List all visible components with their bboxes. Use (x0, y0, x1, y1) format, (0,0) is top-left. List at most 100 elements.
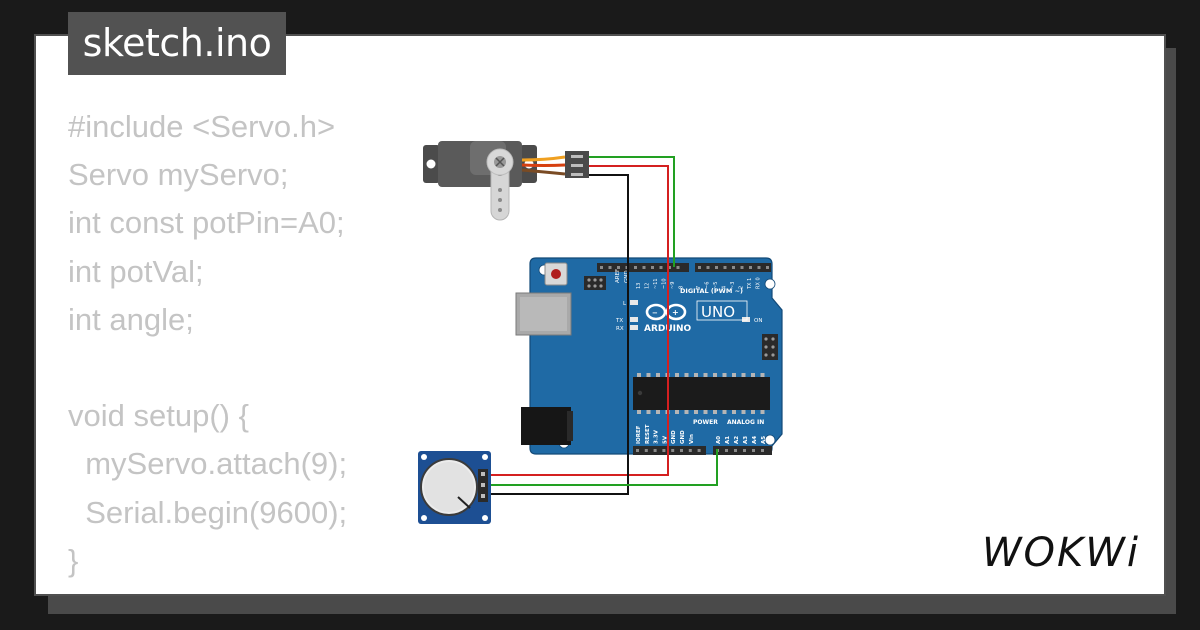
pin-hole (706, 266, 710, 269)
power-header-label: POWER (693, 419, 718, 426)
analog-pin-label: A2 (734, 436, 740, 444)
code-preview: #include <Servo.h> Servo myServo; int co… (68, 103, 347, 585)
code-line: int const potPin=A0; (68, 205, 345, 241)
power-pin-label: RESET (645, 424, 651, 444)
chip-pin (760, 410, 765, 414)
pin-hole (634, 266, 637, 269)
analog-pin-label: A3 (743, 436, 749, 444)
power-pin-label: Vin (689, 434, 695, 444)
chip-pin (703, 410, 708, 414)
icsp-header-right (762, 334, 778, 360)
code-line: void setup() { (68, 398, 249, 434)
chip-pin (646, 410, 651, 414)
pin-hole (697, 449, 701, 452)
code-line: myServo.attach(9); (68, 446, 348, 482)
servo-motor[interactable] (423, 141, 589, 221)
code-line: } (68, 542, 79, 578)
icsp-header-top (584, 276, 606, 290)
servo-mount-hole (426, 159, 436, 169)
power-wire[interactable] (488, 165, 669, 476)
servo-cable-orange (521, 155, 566, 162)
chip-pin (694, 373, 698, 377)
pin-hole (766, 266, 769, 269)
pin-hole (761, 449, 764, 452)
chip-pin (760, 373, 765, 377)
pin-hole (651, 266, 654, 269)
pin-hole (734, 449, 737, 452)
power-pin-label: 3.3V (654, 429, 660, 444)
chip-pin (675, 373, 679, 377)
tx-label: TX (615, 318, 623, 324)
wokwi-logo: WOKWi (982, 530, 1140, 576)
led-tx (630, 317, 638, 322)
servo-signal-wire[interactable] (587, 156, 675, 267)
wokwi-logo-text: WOKWi (982, 530, 1140, 576)
chip-pin (732, 373, 736, 377)
analog-input-wire[interactable] (488, 449, 718, 486)
potentiometer[interactable] (418, 451, 491, 524)
analog-pin-label: A5 (761, 436, 767, 444)
code-line: int angle; (68, 301, 194, 337)
pin-hole (715, 266, 718, 269)
digital-pin-label: 8 (679, 286, 685, 289)
pin-hole (698, 266, 701, 269)
analog-header-label: ANALOG IN (727, 419, 764, 426)
pin-hole (636, 449, 639, 452)
digital-header-label: DIGITAL (PWM ~) (680, 287, 743, 295)
usb-connector-inner (520, 297, 567, 331)
chip-pin (751, 410, 755, 414)
digital-pin-label: RX 0 (756, 277, 762, 289)
wires (488, 156, 718, 495)
code-line: Serial.begin(9600); (68, 494, 348, 530)
pin-hole (752, 449, 755, 452)
led-on (742, 317, 750, 322)
chip-pin (637, 410, 641, 414)
pin-hole (608, 266, 612, 269)
pin-hole (723, 266, 727, 269)
chip-pin (713, 373, 717, 377)
pin-hole (680, 449, 683, 452)
arduino-model-label: UNO (701, 303, 735, 321)
digital-pin-label: 7 (696, 286, 702, 289)
reset-button-cap (551, 269, 561, 279)
rx-label: RX (616, 326, 624, 332)
pin-hole (725, 449, 728, 452)
analog-pin-label: A1 (725, 436, 731, 444)
digital-pin-label: TX 1 (747, 278, 753, 290)
power-pin-label: IOREF (636, 425, 642, 444)
pin-hole (688, 449, 692, 452)
code-line: int potVal; (68, 253, 204, 289)
led-rx (630, 325, 638, 330)
digital-pin-label: ~6 (705, 282, 711, 289)
power-pin-label: 5V (662, 435, 668, 444)
pin-hole (676, 266, 680, 269)
bottom-pin-holes (636, 449, 764, 452)
led-l-label: L (623, 301, 627, 307)
pin-hole (668, 266, 671, 269)
digital-pin-label: ~3 (730, 282, 736, 289)
digital-pin-label: 12 (645, 283, 651, 289)
svg-text:+: + (672, 308, 679, 317)
mounting-hole (764, 434, 776, 446)
chip-pin (741, 373, 746, 377)
pin-hole (600, 266, 603, 269)
power-pin-label: GND (671, 430, 677, 444)
file-tab[interactable]: sketch.ino (68, 12, 286, 75)
digital-pin-holes (600, 266, 769, 269)
ground-wire[interactable] (488, 174, 629, 495)
chip-pin (694, 410, 698, 414)
chip-pin (637, 373, 641, 377)
digital-pin-label: ~11 (653, 278, 659, 289)
pin-hole (642, 266, 646, 269)
analog-pin-label: A4 (752, 436, 758, 444)
mounting-hole (764, 278, 776, 290)
chip-pin (713, 410, 717, 414)
pin-hole (757, 266, 761, 269)
power-pin-label: GND (680, 430, 686, 444)
pin-hole (662, 449, 666, 452)
chip-pin (646, 373, 651, 377)
